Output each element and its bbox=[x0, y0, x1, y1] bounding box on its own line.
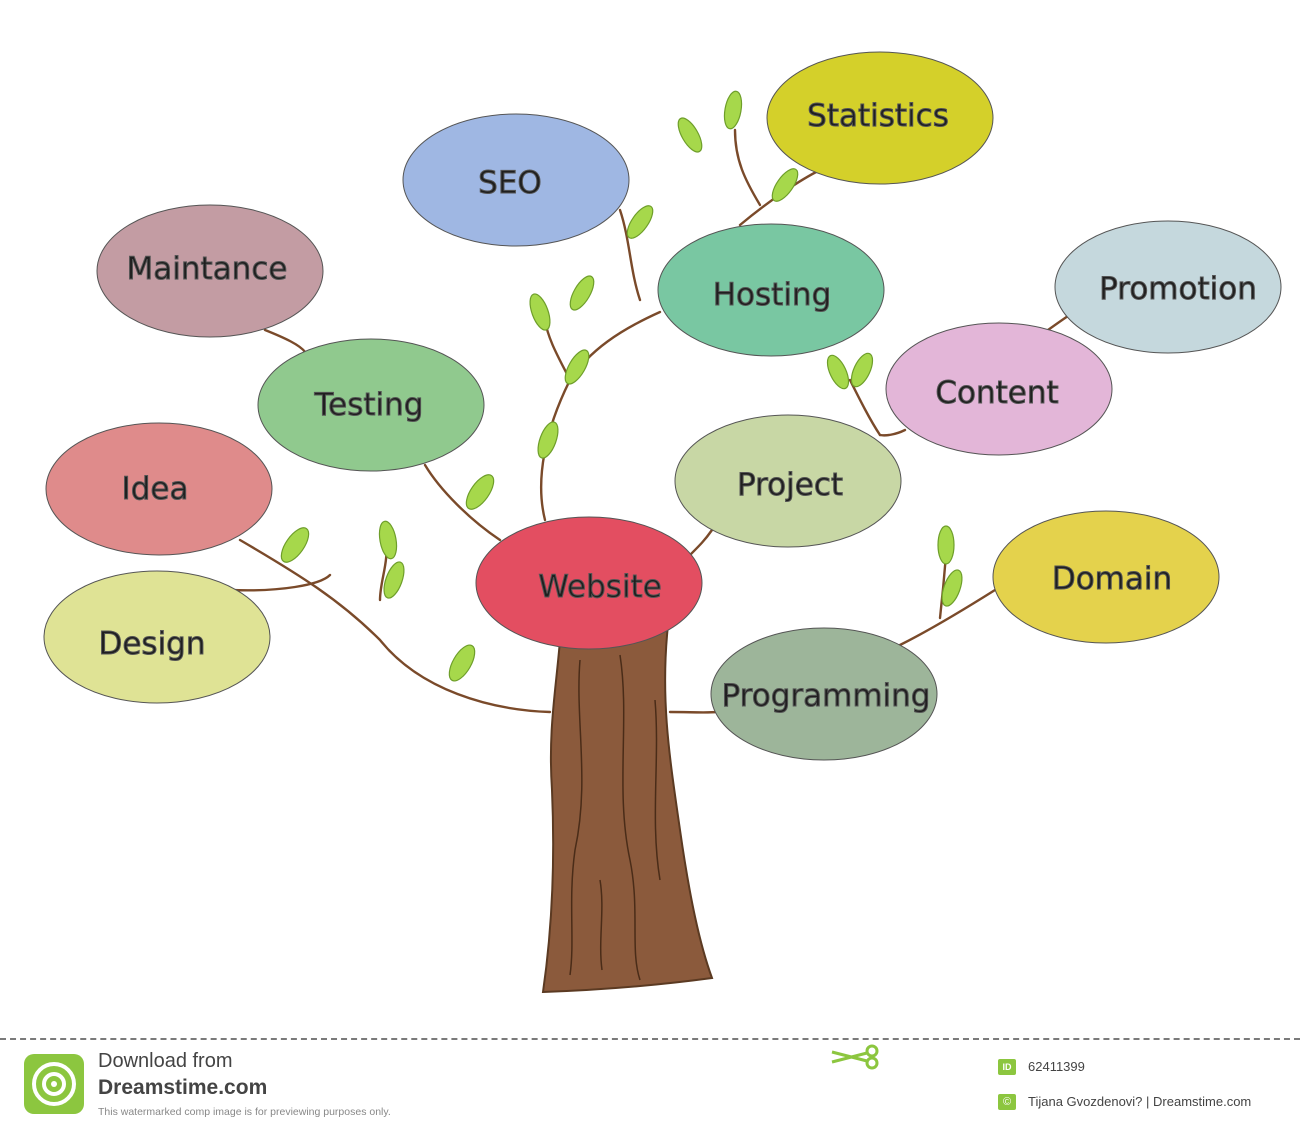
dashed-divider bbox=[0, 1038, 1300, 1040]
branch-design bbox=[228, 573, 332, 592]
node-statistics: Statistics bbox=[766, 51, 994, 185]
leaf-icon bbox=[448, 644, 476, 682]
leaf-icon bbox=[771, 168, 799, 202]
node-label-maintance: Maintance bbox=[127, 251, 288, 287]
node-label-website: Website bbox=[538, 569, 662, 605]
branch-statistics-twig bbox=[733, 128, 762, 207]
nodes: Statistics SEO Maintance Hosting Promoti… bbox=[43, 51, 1282, 761]
dreamstime-logo-icon bbox=[24, 1054, 84, 1114]
leaf-icon bbox=[529, 293, 551, 331]
branch-trunk-left bbox=[238, 538, 552, 714]
branch-project bbox=[688, 528, 714, 557]
branch-testing bbox=[423, 463, 502, 542]
node-label-domain: Domain bbox=[1052, 561, 1172, 597]
author-credit: Tijana Gvozdenovi? | Dreamstime.com bbox=[1028, 1094, 1252, 1109]
node-label-programming: Programming bbox=[722, 678, 931, 714]
node-testing: Testing bbox=[257, 338, 485, 472]
branch-maintance bbox=[263, 328, 307, 354]
leaves bbox=[280, 90, 963, 682]
leaf-icon bbox=[937, 525, 955, 565]
leaf-icon bbox=[537, 421, 559, 459]
branch-promotion bbox=[1046, 314, 1070, 332]
leaf-icon bbox=[941, 569, 963, 607]
node-project: Project bbox=[674, 414, 902, 548]
node-label-testing: Testing bbox=[314, 387, 424, 423]
leaf-icon bbox=[826, 354, 850, 390]
site-name[interactable]: Dreamstime.com bbox=[98, 1076, 268, 1099]
leaf-icon bbox=[383, 561, 405, 599]
branch-content bbox=[878, 428, 907, 437]
leaf-icon bbox=[280, 527, 310, 563]
leaf-icon bbox=[723, 90, 743, 130]
trunk-shape bbox=[541, 623, 714, 994]
node-content: Content bbox=[885, 322, 1113, 456]
branch-content-twig bbox=[848, 378, 882, 437]
id-badge: ID bbox=[998, 1059, 1016, 1075]
node-domain: Domain bbox=[992, 510, 1220, 644]
leaf-icon bbox=[626, 205, 654, 239]
trunk bbox=[541, 623, 714, 994]
node-label-hosting: Hosting bbox=[713, 277, 832, 313]
node-promotion: Promotion bbox=[1054, 220, 1282, 354]
node-maintance: Maintance bbox=[96, 204, 324, 338]
node-label-design: Design bbox=[98, 626, 205, 662]
node-design: Design bbox=[43, 570, 271, 704]
node-label-statistics: Statistics bbox=[807, 98, 949, 134]
leaf-icon bbox=[569, 275, 595, 311]
node-idea: Idea bbox=[45, 422, 273, 556]
node-label-promotion: Promotion bbox=[1099, 271, 1257, 307]
node-label-idea: Idea bbox=[122, 471, 189, 507]
branch-domain bbox=[898, 588, 997, 647]
image-id: 62411399 bbox=[1028, 1059, 1085, 1074]
leaf-icon bbox=[677, 117, 703, 153]
preview-note: This watermarked comp image is for previ… bbox=[98, 1106, 391, 1118]
leaf-icon bbox=[850, 352, 874, 388]
watermark-footer: Download from Dreamstime.com This waterm… bbox=[0, 1038, 1300, 1130]
website-tree-diagram: Statistics SEO Maintance Hosting Promoti… bbox=[43, 51, 1282, 994]
node-programming: Programming bbox=[710, 627, 938, 761]
download-from-text: Download from bbox=[98, 1050, 233, 1072]
node-label-content: Content bbox=[935, 375, 1058, 411]
node-label-project: Project bbox=[737, 467, 843, 503]
leaf-icon bbox=[564, 349, 590, 385]
leaf-icon bbox=[378, 520, 398, 560]
copyright-icon: © bbox=[998, 1094, 1016, 1110]
node-seo: SEO bbox=[402, 113, 630, 247]
node-website: Website bbox=[475, 516, 703, 650]
scissors-icon bbox=[831, 1044, 879, 1070]
branch-seo bbox=[618, 208, 642, 302]
branch-center-up bbox=[540, 310, 662, 522]
node-label-seo: SEO bbox=[478, 165, 542, 201]
leaf-icon bbox=[465, 474, 495, 510]
node-hosting: Hosting bbox=[657, 223, 885, 357]
